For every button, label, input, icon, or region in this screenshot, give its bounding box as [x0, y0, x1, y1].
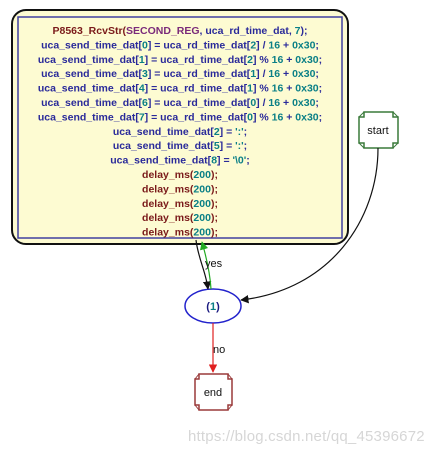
- start-node-label: start: [367, 125, 388, 137]
- code-line: delay_ms(200);: [142, 212, 218, 224]
- code-line: uca_send_time_dat[7] = uca_rd_time_dat[0…: [38, 111, 322, 123]
- start-node[interactable]: start: [358, 111, 399, 149]
- code-line: uca_send_time_dat[2] = ':';: [113, 126, 247, 138]
- watermark: https://blog.csdn.net/qq_45396672: [188, 428, 425, 445]
- decision-node[interactable]: (1): [184, 288, 242, 324]
- code-line: uca_send_time_dat[3] = uca_rd_time_dat[1…: [41, 68, 319, 80]
- edge-yes: [200, 241, 212, 290]
- edge-yes-label: yes: [205, 258, 223, 270]
- process-block[interactable]: P8563_RcvStr(SECOND_REG, uca_rd_time_dat…: [11, 9, 349, 245]
- edge-no-label: no: [213, 344, 225, 356]
- process-block-inner: [17, 16, 343, 239]
- decision-node-label: (1): [206, 301, 220, 313]
- code-line: delay_ms(200);: [142, 183, 218, 195]
- code-line: P8563_RcvStr(SECOND_REG, uca_rd_time_dat…: [52, 25, 307, 37]
- code-line: delay_ms(200);: [142, 198, 218, 210]
- code-line: uca_send_time_dat[1] = uca_rd_time_dat[2…: [38, 54, 322, 66]
- code-line: delay_ms(200);: [142, 227, 218, 239]
- code-line: uca_send_time_dat[4] = uca_rd_time_dat[1…: [38, 83, 322, 95]
- code-line: uca_send_time_dat[0] = uca_rd_time_dat[2…: [41, 39, 319, 51]
- edge-start-to-decision: [240, 147, 379, 304]
- process-block-code: P8563_RcvStr(SECOND_REG, uca_rd_time_dat…: [38, 25, 322, 239]
- code-line: uca_send_time_dat[6] = uca_rd_time_dat[0…: [41, 97, 319, 109]
- end-node[interactable]: end: [194, 373, 233, 411]
- end-node-label: end: [204, 387, 222, 399]
- process-block-outer: [11, 9, 349, 245]
- edge-block-to-decision: [195, 239, 212, 290]
- code-line: delay_ms(200);: [142, 169, 218, 181]
- code-line: uca_send_time_dat[5] = ':';: [113, 140, 247, 152]
- code-line: uca_send_time_dat[8] = '\0';: [110, 155, 250, 167]
